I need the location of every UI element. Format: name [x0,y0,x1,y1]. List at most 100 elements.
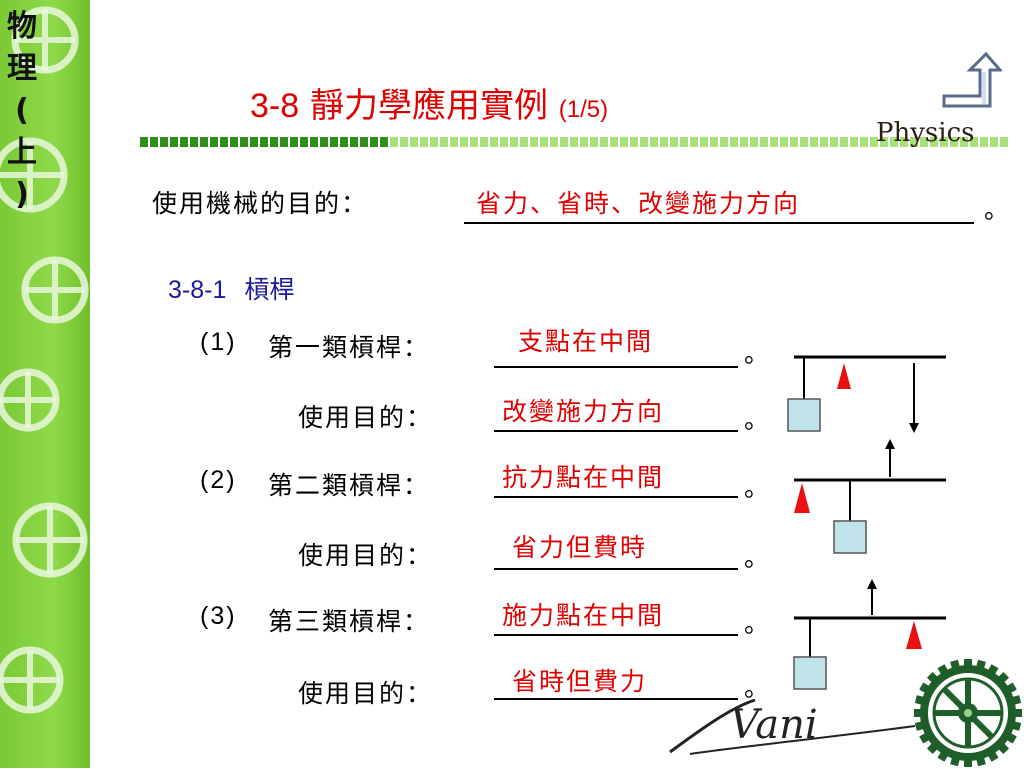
divider-dash [610,137,618,147]
divider-dash [210,137,218,147]
divider-dash [1000,137,1008,147]
logo-text: Vani [730,702,818,748]
purpose-label: 使用目的： [298,541,434,570]
divider-dash [300,137,308,147]
sidebar-char: ) [15,177,29,212]
divider-dash [890,137,898,147]
divider-dash [460,137,468,147]
force-arrow-up [867,579,877,589]
purpose-answer: 改變施力方向 [502,397,665,426]
divider-dash [190,137,198,147]
divider-dash [800,137,808,147]
divider-dash [240,137,248,147]
lever-answer: 支點在中間 [518,327,654,356]
divider-dash [640,137,648,147]
divider-dash [590,137,598,147]
divider-dash [150,137,158,147]
divider-dash [280,137,288,147]
lever-label: 第三類槓桿： [268,607,431,636]
gear-pattern-icon [0,6,89,714]
purpose-answer: 省力但費時 [512,533,648,562]
divider-dash [780,137,788,147]
home-return-arrow-icon[interactable] [940,50,1002,110]
answer-underline [494,430,738,432]
divider-dash [560,137,568,147]
divider-dash [620,137,628,147]
divider-dash [480,137,488,147]
divider-dash [530,137,538,147]
purpose-underline [464,222,974,224]
divider-dash [310,137,318,147]
answer-underline [494,698,738,700]
divider-dash [730,137,738,147]
sidebar-char: ( [15,93,29,128]
purpose-label: 使用機械的目的： [152,189,369,218]
divider-dash [980,137,988,147]
divider-dash [570,137,578,147]
purpose-answer: 省時但費力 [512,667,648,696]
sentence-end: 。 [744,609,772,638]
divider-dash [690,137,698,147]
force-arrow-down [909,423,919,433]
divider-dash [770,137,778,147]
lever-answer: 施力點在中間 [502,601,665,630]
lever-index: (3) [200,602,237,630]
divider-dash [750,137,758,147]
divider-dash [440,137,448,147]
answer-underline [494,496,738,498]
divider-dash [390,137,398,147]
sidebar-char: 上 [7,135,37,170]
divider-dash [630,137,638,147]
divider-dash [270,137,278,147]
divider-dash [510,137,518,147]
weight-block [833,520,867,554]
sidebar: 物 理 ( 上 ) [0,0,90,768]
answer-underline [494,366,738,368]
purpose-answer: 省力、省時、改變施力方向 [476,189,801,218]
divider-dash [430,137,438,147]
purpose-label: 使用目的： [298,679,434,708]
divider-dash [760,137,768,147]
divider-dash [860,137,868,147]
sentence-end: 。 [744,673,772,702]
divider-dash [320,137,328,147]
divider-dash [600,137,608,147]
divider-dash [960,137,968,147]
lever-label: 第一類槓桿： [268,333,431,362]
divider-dash [170,137,178,147]
divider-dash [910,137,918,147]
sidebar-title: 物 理 ( 上 ) [2,6,42,216]
divider-dash [410,137,418,147]
lever-label: 第二類槓桿： [268,471,431,500]
purpose-label: 使用目的： [298,403,434,432]
divider-dash [290,137,298,147]
divider-dash [840,137,848,147]
divider-dash [680,137,688,147]
divider-dash [660,137,668,147]
divider-dash [330,137,338,147]
divider-dash [950,137,958,147]
answer-underline [494,634,738,636]
divider-dash [420,137,428,147]
divider-dash [180,137,188,147]
header-divider [140,137,1008,147]
section-name: 槓桿 [244,275,295,304]
divider-dash [540,137,548,147]
divider-dash [820,137,828,147]
divider-dash [370,137,378,147]
divider-dash [380,137,388,147]
divider-dash [790,137,798,147]
fulcrum-triangle [837,363,851,389]
divider-dash [140,137,148,147]
divider-dash [970,137,978,147]
divider-dash [230,137,238,147]
sentence-end: 。 [744,339,772,368]
divider-dash [850,137,858,147]
purpose-end: 。 [984,195,1012,224]
gear-icon [914,659,1022,767]
divider-dash [220,137,228,147]
sentence-end: 。 [744,405,772,434]
title-text: 靜力學應用實例 [309,86,548,126]
divider-dash [470,137,478,147]
lever-class1-diagram [787,355,946,433]
